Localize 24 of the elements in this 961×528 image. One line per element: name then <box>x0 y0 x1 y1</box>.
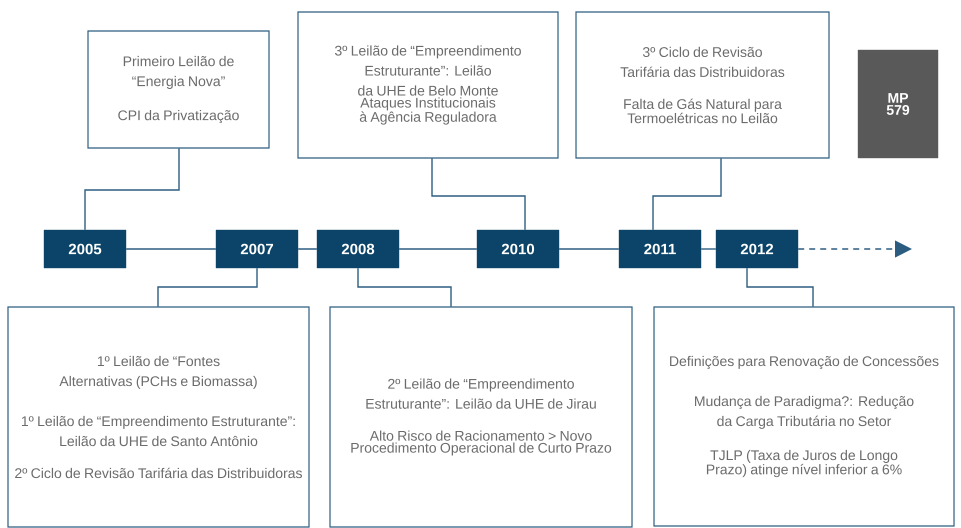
connector-line <box>157 268 258 306</box>
connector-line <box>126 248 216 250</box>
year-box: 2012 <box>716 230 798 268</box>
event-box: 2º Leilão de “Empreendimento Estruturante”: Leilão da UHE de Jirau Alto Risco de Racionamento > Novo Procedimento Operacional de Curto Prazo <box>329 306 633 528</box>
label-box: MP 579 <box>858 50 938 158</box>
connector-line <box>399 248 477 250</box>
connector-line <box>746 268 814 306</box>
year-box: 2007 <box>216 230 298 268</box>
connector-line <box>357 268 452 306</box>
connector-line <box>701 248 716 250</box>
event-box: 1º Leilão de “Fontes Alternativas (PCHs e Biomassa) 1º Leilão de “Empreendimento Estruturante”: Leilão da UHE de Santo Antônio 2º Ciclo de Revisão Tarifária das Distribuidoras <box>7 306 310 528</box>
connector-line <box>431 158 526 230</box>
year-box: 2010 <box>476 230 560 268</box>
event-box: Primeiro Leilão de “Energia Nova” CPI da Privatização <box>87 30 270 149</box>
year-box: 2011 <box>618 230 702 268</box>
connector-line <box>298 248 317 250</box>
event-box: 3º Leilão de “Empreendimento Estruturante”: Leilão da UHE de Belo Monte Ataques Institucionais à Agência Reguladora <box>297 11 559 159</box>
connector-line <box>559 248 619 250</box>
event-box: Definições para Renovação de Concessões Mudança de Paradigma?: Redução da Carga Tributária no Setor TJLP (Taxa de Juros de Longo Prazo) atinge nível inferior a 6% <box>653 306 955 527</box>
year-box: 2008 <box>316 230 400 268</box>
connector-line <box>84 148 180 230</box>
event-box: 3º Ciclo de Revisão Tarifária das Distribuidoras Falta de Gás Natural para Termoelétricas no Leilão <box>575 11 830 159</box>
connector-line <box>652 158 722 230</box>
year-box: 2005 <box>44 230 126 268</box>
